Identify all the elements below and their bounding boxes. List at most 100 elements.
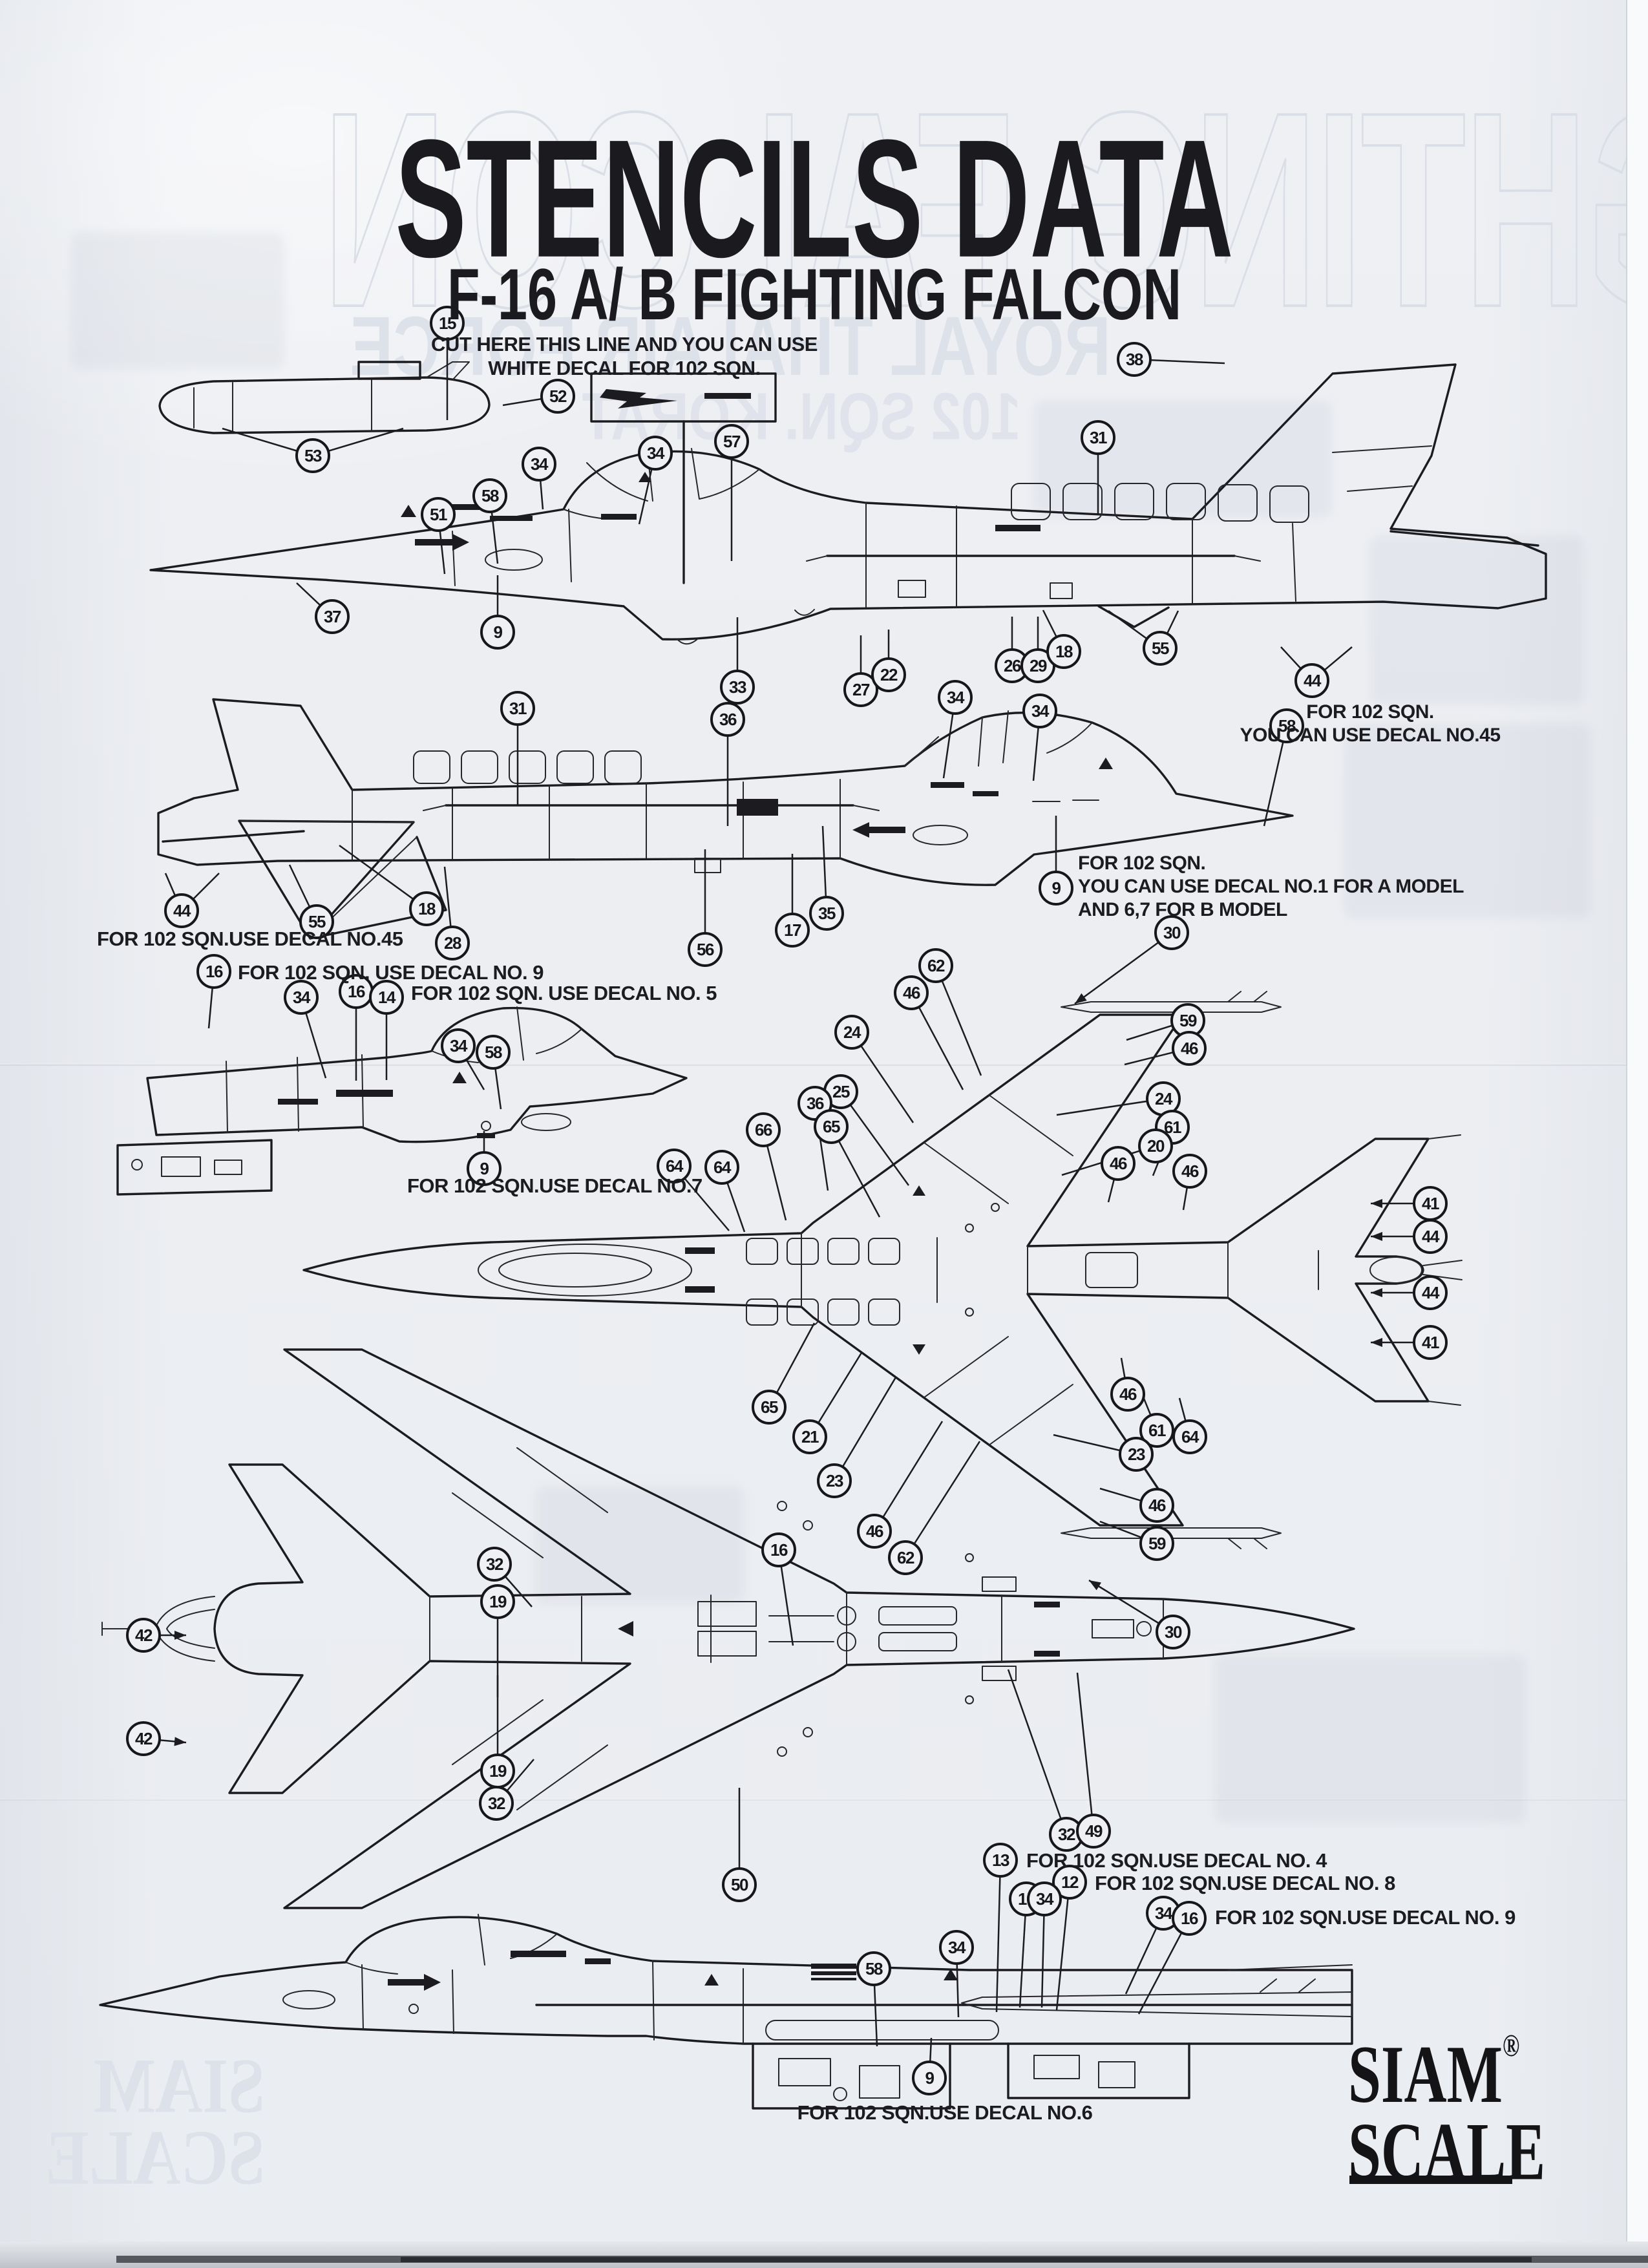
callout-57: 57 <box>714 424 749 459</box>
callout-34: 34 <box>284 980 319 1015</box>
callout-28: 28 <box>435 926 470 960</box>
note-decal-1-67: FOR 102 SQN.YOU CAN USE DECAL NO.1 FOR A… <box>1078 853 1464 920</box>
callout-52: 52 <box>540 379 575 414</box>
callout-16: 16 <box>1172 1901 1207 1936</box>
scan-edge-bottom <box>0 2242 1648 2268</box>
callout-44: 44 <box>1294 663 1329 698</box>
paper-crease <box>0 1063 1648 1066</box>
callout-62: 62 <box>918 948 953 983</box>
callout-66: 66 <box>746 1112 781 1147</box>
callout-51: 51 <box>421 497 456 532</box>
callout-62: 62 <box>888 1540 923 1575</box>
callout-46: 46 <box>857 1514 892 1549</box>
callout-9: 9 <box>467 1151 502 1186</box>
note-decal-4: FOR 102 SQN.USE DECAL NO. 4 <box>1026 1849 1327 1872</box>
callout-32: 32 <box>477 1547 512 1582</box>
callout-13: 13 <box>983 1843 1018 1878</box>
callout-37: 37 <box>315 599 350 634</box>
callout-15: 15 <box>430 306 465 341</box>
callout-21: 21 <box>792 1419 827 1454</box>
callout-25: 25 <box>823 1074 858 1109</box>
callout-14: 14 <box>369 980 404 1015</box>
drawing-top-view <box>304 991 1462 1549</box>
callout-46: 46 <box>1172 1154 1207 1189</box>
callout-31: 31 <box>500 691 535 726</box>
showthrough-patch <box>1034 401 1331 517</box>
callout-46: 46 <box>1172 1031 1207 1066</box>
callout-19: 19 <box>480 1754 515 1788</box>
showthrough-patch <box>1370 536 1583 705</box>
callout-38: 38 <box>1117 342 1152 377</box>
callout-64: 64 <box>657 1149 692 1183</box>
callout-9: 9 <box>1039 871 1073 906</box>
drawing-side-view-1 <box>151 365 1546 644</box>
callout-46: 46 <box>1101 1146 1136 1181</box>
callout-33: 33 <box>720 670 755 705</box>
callout-58: 58 <box>472 478 507 513</box>
callout-59: 59 <box>1139 1526 1174 1561</box>
callout-20: 20 <box>1138 1129 1173 1163</box>
callout-9: 9 <box>912 2061 947 2095</box>
drawing-bottom-view <box>102 1350 1354 1908</box>
callout-27: 27 <box>843 672 878 707</box>
showthrough-patch <box>1344 724 1590 918</box>
callout-34: 34 <box>938 680 973 715</box>
note-decal-9-lower: FOR 102 SQN.USE DECAL NO. 9 <box>1215 1906 1516 1929</box>
callout-22: 22 <box>871 657 906 692</box>
callout-19: 19 <box>480 1584 515 1619</box>
callout-34: 34 <box>441 1028 476 1063</box>
brand-logo: SIAM® SCALE <box>1348 2028 1545 2192</box>
callout-44: 44 <box>1413 1219 1448 1254</box>
brand-underline <box>1349 2176 1512 2184</box>
callout-58: 58 <box>1269 708 1304 743</box>
callout-18: 18 <box>409 891 444 926</box>
callout-23: 23 <box>817 1463 852 1498</box>
drawing-fuel-tank <box>160 362 489 433</box>
callout-59: 59 <box>1170 1003 1205 1038</box>
callout-46: 46 <box>1110 1377 1145 1412</box>
callout-35: 35 <box>809 896 844 931</box>
callout-44: 44 <box>1413 1275 1448 1310</box>
callout-36: 36 <box>710 702 745 737</box>
callout-30: 30 <box>1156 1615 1190 1649</box>
callout-64: 64 <box>704 1150 739 1185</box>
callout-58: 58 <box>856 1951 891 1986</box>
showthrough-patch <box>1215 1655 1525 1823</box>
callout-34: 34 <box>522 447 556 482</box>
note-decal-9-upper: FOR 102 SQN. USE DECAL NO. 9 <box>238 961 544 984</box>
drawing-bottom-profile <box>100 1914 1352 2108</box>
callout-44: 44 <box>164 893 199 928</box>
callout-46: 46 <box>1139 1488 1174 1523</box>
page-subtitle: F-16 A/ B FIGHTING FALCON <box>447 254 1182 335</box>
callout-46: 46 <box>894 975 929 1010</box>
callout-65: 65 <box>752 1390 787 1425</box>
note-decal-5: FOR 102 SQN. USE DECAL NO. 5 <box>411 982 717 1004</box>
callout-42: 42 <box>126 1721 161 1756</box>
callout-34: 34 <box>638 436 673 471</box>
page-title: STENCILS DATA <box>395 105 1234 293</box>
showthrough-patch <box>71 233 284 368</box>
callout-34: 34 <box>939 1930 974 1965</box>
callout-31: 31 <box>1081 420 1115 455</box>
callout-56: 56 <box>688 932 723 967</box>
brand-name: SIAM® <box>1348 2028 1520 2120</box>
scanner-edge-right <box>1626 0 1648 2268</box>
callout-34: 34 <box>1027 1881 1062 1916</box>
callout-42: 42 <box>126 1618 161 1653</box>
callout-64: 64 <box>1172 1419 1207 1454</box>
callout-16: 16 <box>196 954 231 989</box>
callout-49: 49 <box>1076 1814 1111 1849</box>
callout-17: 17 <box>775 913 810 948</box>
callout-55: 55 <box>1143 631 1178 666</box>
note-decal-6: FOR 102 SQN.USE DECAL NO.6 <box>797 2101 1093 2124</box>
callout-24: 24 <box>834 1015 869 1050</box>
showthrough-patch <box>536 1487 743 1603</box>
note-decal-7: FOR 102 SQN.USE DECAL NO.7 <box>407 1174 703 1197</box>
callout-18: 18 <box>1046 634 1081 669</box>
callout-58: 58 <box>476 1035 511 1070</box>
